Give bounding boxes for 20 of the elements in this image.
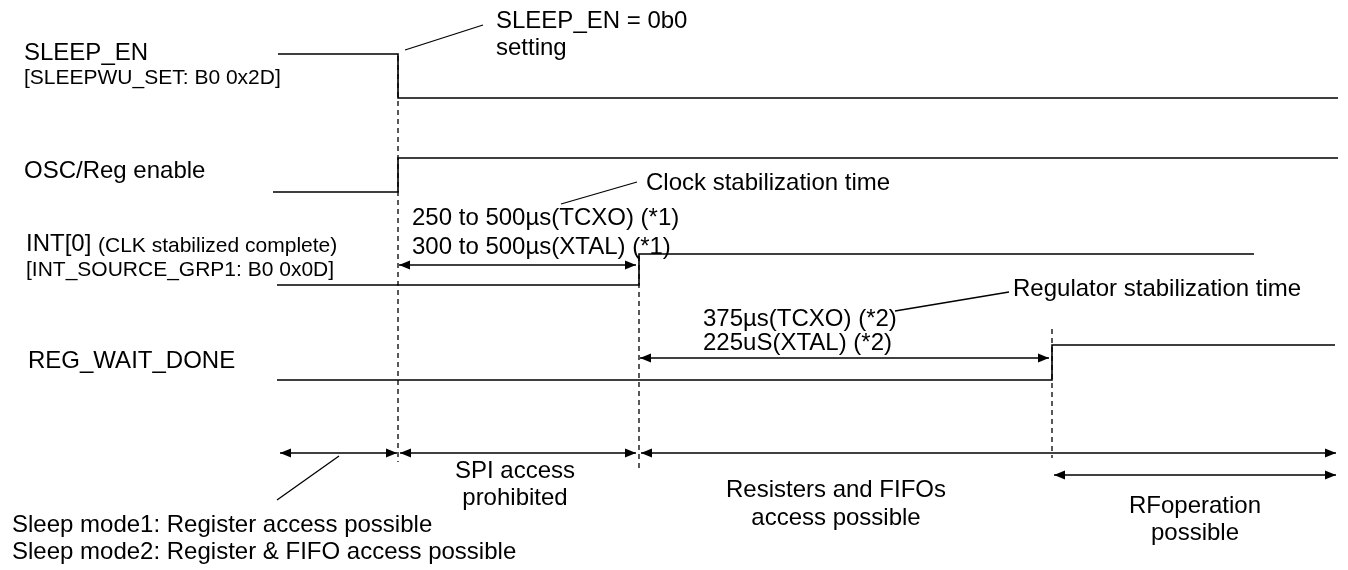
callout-text: Clock stabilization time bbox=[646, 168, 946, 196]
callout-text: 375µs(TCXO) (*2) 225uS(XTAL) (*2) bbox=[703, 306, 903, 354]
register-address: [SLEEPWU_SET: B0 0x2D] bbox=[24, 65, 281, 90]
callout-text: Regulator stabilization time bbox=[1013, 274, 1333, 302]
period-label: Resisters and FIFOs access possible bbox=[724, 475, 948, 531]
signal-name: INT[0] bbox=[26, 229, 92, 257]
signal-name: SLEEP_EN bbox=[24, 38, 149, 66]
period-label: SPI access prohibited bbox=[453, 456, 576, 510]
period-label: RFoperation possible bbox=[1127, 491, 1263, 545]
signal-name: REG_WAIT_DONE bbox=[28, 346, 236, 374]
signal-name: OSC/Reg enable bbox=[24, 156, 206, 184]
leader-line bbox=[560, 181, 638, 205]
leader-line bbox=[276, 455, 340, 501]
callout-text: SLEEP_EN = 0b0 setting bbox=[496, 6, 696, 60]
register-address: [INT_SOURCE_GRP1: B0 0x0D] bbox=[26, 256, 335, 282]
leader-line bbox=[404, 24, 484, 51]
leader-line bbox=[894, 291, 1010, 312]
callout-text: Sleep mode1: Register access possible Sleep mode2: Register & FIFO access possible bbox=[12, 510, 572, 564]
signal-note: (CLK stabilized complete) bbox=[98, 232, 338, 258]
callout-text: 250 to 500µs(TCXO) (*1) 300 to 500µs(XTAL) (*1) bbox=[412, 202, 692, 260]
